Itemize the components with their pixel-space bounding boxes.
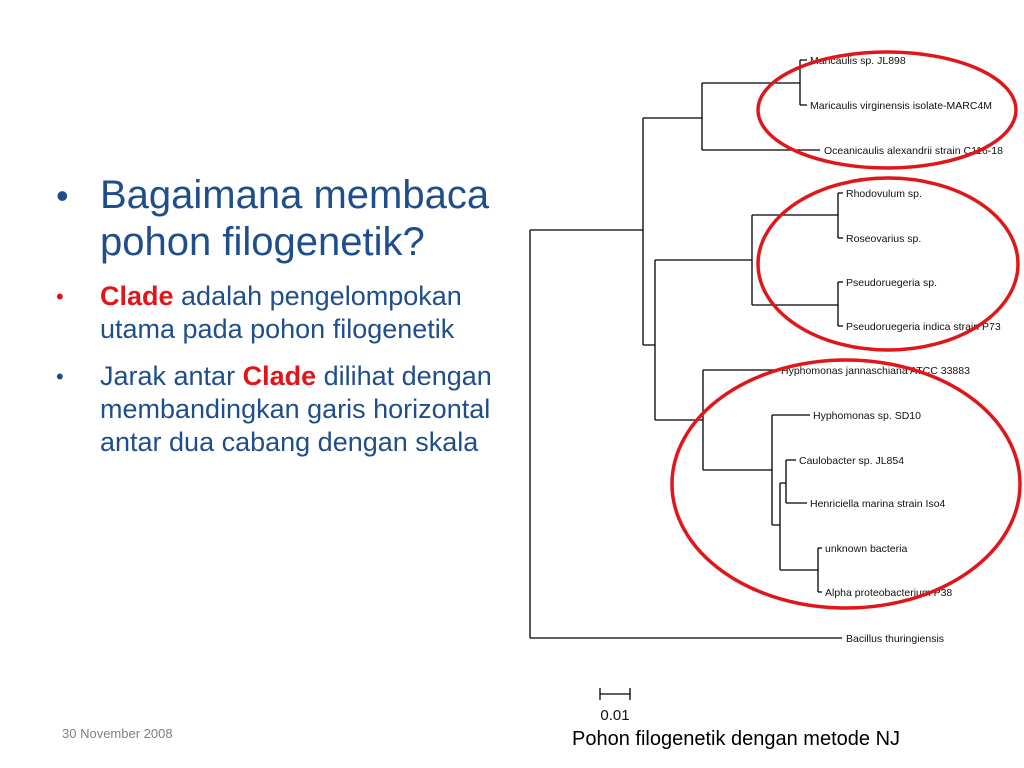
distance-before: Jarak antar xyxy=(100,361,243,391)
distance-after: dilihat dengan membandingkan garis horiz… xyxy=(100,361,492,457)
leaf-label: Maricaulis virginensis isolate-MARC4M xyxy=(810,100,992,112)
clade-highlights xyxy=(670,50,1022,610)
scale-bar-label: 0.01 xyxy=(600,707,629,724)
figure-caption: Pohon filogenetik dengan metode NJ xyxy=(572,728,901,750)
tree-branches xyxy=(529,59,843,639)
leaf-label: Roseovarius sp. xyxy=(846,233,921,245)
clade-term: Clade xyxy=(100,281,174,311)
clade-definition: adalah pengelompokan utama pada pohon fi… xyxy=(100,281,462,344)
footer-date: 30 November 2008 xyxy=(62,726,173,741)
bullet-main-text: Bagaimana membaca pohon filogenetik? xyxy=(100,173,490,264)
bullet-clade-definition: • Clade adalah pengelompokan utama pada … xyxy=(56,280,506,346)
bullet-dot: • xyxy=(56,284,64,309)
leaf-label: Caulobacter sp. JL854 xyxy=(799,455,904,467)
bullet-dot: • xyxy=(56,175,69,216)
leaf-label: unknown bacteria xyxy=(825,543,907,555)
leaf-label: Rhodovulum sp. xyxy=(846,188,922,200)
leaf-label: Hyphomonas jannaschiana ATCC 33883 xyxy=(781,365,970,377)
bullet-clade-distance: • Jarak antar Clade dilihat dengan memba… xyxy=(56,360,506,459)
leaf-label: Pseudoruegeria indica strain P73 xyxy=(846,321,1001,333)
tree-leaf-labels: Maricaulis sp. JL898 Maricaulis virginen… xyxy=(781,55,1003,645)
clade-circle-rhodobacteraceae xyxy=(756,176,1020,352)
bullet-dot: • xyxy=(56,364,64,389)
bullet-list: • Bagaimana membaca pohon filogenetik? •… xyxy=(56,172,506,459)
leaf-label: Henriciella marina strain Iso4 xyxy=(810,498,946,510)
bullet-main: • Bagaimana membaca pohon filogenetik? xyxy=(56,172,506,266)
clade-circle-maricaulis xyxy=(756,50,1018,170)
clade-circle-hyphomonas xyxy=(670,358,1022,610)
clade-term: Clade xyxy=(242,361,317,391)
bullet-clade-distance-text: Jarak antar Clade dilihat dengan memband… xyxy=(100,360,506,459)
leaf-label: Hyphomonas sp. SD10 xyxy=(813,410,921,422)
scale-bar: 0.01 xyxy=(599,688,631,724)
leaf-label: Bacillus thuringiensis xyxy=(846,633,944,645)
leaf-label: Pseudoruegeria sp. xyxy=(846,277,937,289)
scale-bar-line xyxy=(599,688,631,700)
leaf-label: Maricaulis sp. JL898 xyxy=(810,55,906,67)
leaf-label: Oceanicaulis alexandrii strain C116-18 xyxy=(824,145,1003,157)
bullet-clade-definition-text: Clade adalah pengelompokan utama pada po… xyxy=(100,280,506,346)
